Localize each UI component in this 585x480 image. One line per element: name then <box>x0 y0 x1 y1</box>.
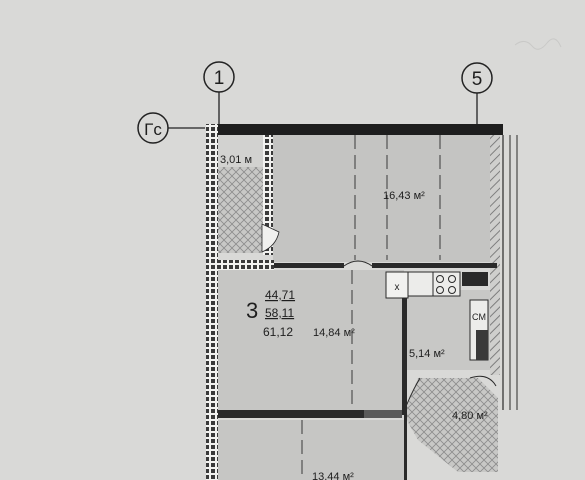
wall-living-bedroom <box>218 260 274 270</box>
axis-marker-gc-label: Гс <box>144 120 162 139</box>
bedroom-area-label: 14,84 м² <box>313 327 355 339</box>
total-area-label: 58,11 <box>265 306 294 320</box>
axis-marker-gc: Гс <box>137 112 205 144</box>
wall-bedroom-lower <box>218 410 364 418</box>
axis-marker-1-label: 1 <box>214 68 225 89</box>
axis-marker-1: 1 <box>203 61 235 125</box>
closet-mark: x <box>395 282 400 293</box>
right-wall-hatch <box>490 135 500 375</box>
rooms-count-label: 3 <box>246 298 258 323</box>
stove-burner-1 <box>436 275 444 283</box>
hall-door-swing <box>403 377 421 413</box>
stove-burner-2 <box>448 275 456 283</box>
wall-living-bedroom-b <box>274 263 344 268</box>
bedroom-floor <box>218 270 404 410</box>
hall-door-swing-2 <box>469 375 497 387</box>
living-room-area-label: 16,43 м² <box>383 190 425 202</box>
wall-bedroom-lower-b <box>364 410 402 418</box>
hall-area-label: 4,80 м² <box>452 410 488 422</box>
balcony-area-label: 3,01 м <box>220 154 252 166</box>
kitchen-vent <box>462 272 488 286</box>
lower-room-area-label: 13,44 м² <box>312 471 354 480</box>
stove-burner-3 <box>436 286 444 294</box>
axis-marker-5-label: 5 <box>472 69 483 90</box>
dashed-guides <box>301 135 441 480</box>
kitchen-side-unit <box>476 330 488 360</box>
kitchen-area-label: 5,14 м² <box>409 348 445 360</box>
door-swing-living <box>343 260 373 267</box>
left-exterior-wall <box>206 124 218 480</box>
total-area-balcony-label: 61,12 <box>263 325 293 339</box>
balcony-partition <box>263 135 273 255</box>
living-area-label: 44,71 <box>265 288 295 302</box>
balcony-door-swing <box>261 223 280 253</box>
hall-door-lower <box>404 415 407 480</box>
balcony-top-strip <box>218 135 263 167</box>
paper-scribble <box>514 38 562 50</box>
living-room-floor <box>273 135 495 262</box>
wall-bedroom-kitchen <box>402 290 407 415</box>
utility-mark: СМ <box>472 312 486 322</box>
top-exterior-wall <box>208 124 503 135</box>
axis-marker-5: 5 <box>461 62 493 125</box>
stove-burner-4 <box>448 286 456 294</box>
lower-room-floor <box>218 420 404 480</box>
wall-living-kitchen <box>372 263 497 268</box>
hall-floor <box>404 378 498 472</box>
